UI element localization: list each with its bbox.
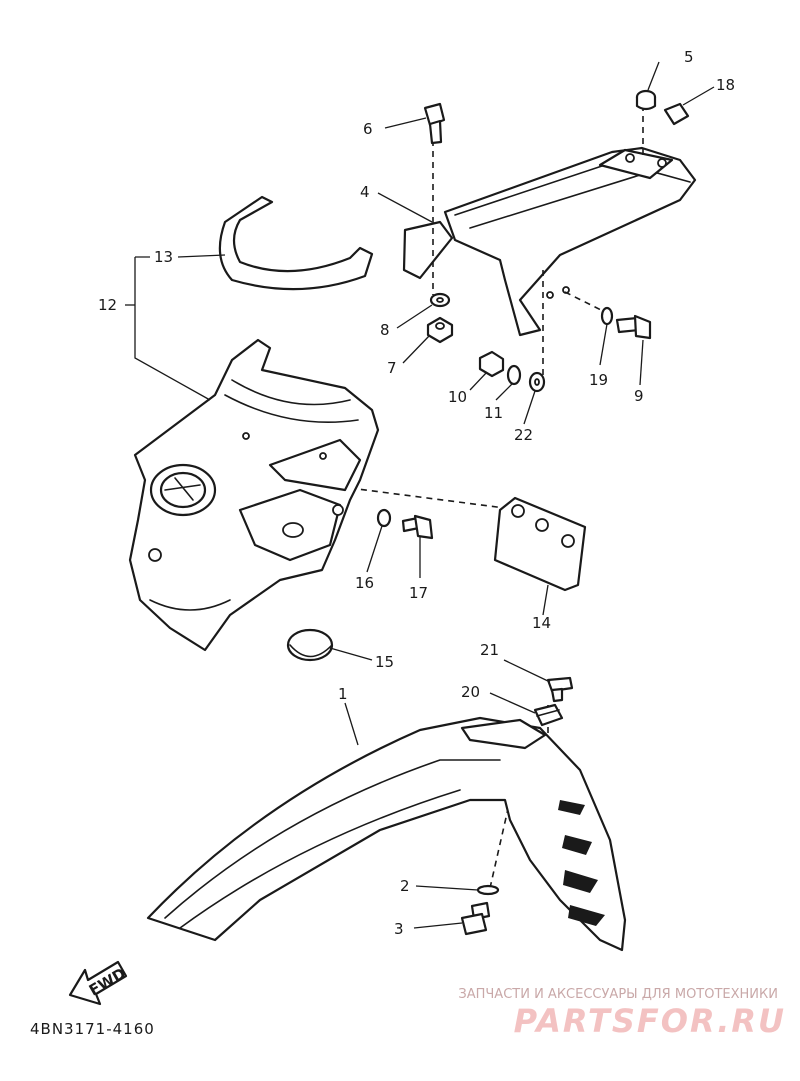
grommet-part-20	[533, 703, 564, 727]
callout-18: 18	[716, 76, 735, 94]
callout-10: 10	[448, 388, 467, 406]
callout-3: 3	[394, 920, 404, 938]
callout-5: 5	[684, 48, 694, 66]
callout-19: 19	[589, 371, 608, 389]
watermark-logo: PARTSFOR.RU	[513, 1002, 786, 1040]
bolt-part-3	[460, 901, 491, 936]
bolt-part-6	[423, 102, 446, 145]
callout-22: 22	[514, 426, 533, 444]
clamp-part-13	[218, 195, 374, 291]
nut-part-7	[426, 316, 454, 344]
nut-part-18	[663, 102, 690, 126]
nut-part-5	[635, 89, 657, 111]
number-plate-part-14	[493, 496, 587, 592]
washer-part-2	[476, 884, 500, 896]
callout-8: 8	[380, 321, 390, 339]
assembly-line-h	[564, 291, 606, 313]
front-fender-part-1	[146, 716, 627, 952]
callout-1: 1	[338, 685, 348, 703]
callout-12: 12	[98, 296, 117, 314]
callout-15: 15	[375, 653, 394, 671]
diagram-code: 4BN3171-4160	[30, 1020, 155, 1038]
headlight-housing-part-12	[128, 338, 380, 652]
washer-part-19	[600, 306, 614, 326]
callout-21: 21	[480, 641, 499, 659]
callout-2: 2	[400, 877, 410, 895]
leader-lines	[125, 61, 715, 929]
washer-part-16	[376, 508, 392, 528]
cap-part-15	[286, 628, 334, 662]
washer-part-8	[429, 292, 451, 308]
callout-labels: 1 2 3 4 5 6 7 8 9 10 11 12 13 14 15 16 1…	[98, 48, 735, 938]
callout-7: 7	[387, 359, 397, 377]
assembly-line-e	[349, 487, 521, 511]
callout-14: 14	[532, 614, 551, 632]
fwd-arrow-icon: FWD	[68, 960, 129, 1006]
bolt-part-21	[546, 676, 574, 703]
callout-11: 11	[484, 404, 503, 422]
callout-4: 4	[360, 183, 370, 201]
bolt-part-9	[615, 314, 652, 340]
washer-part-11	[506, 364, 522, 386]
callout-20: 20	[461, 683, 480, 701]
callout-17: 17	[409, 584, 428, 602]
watermark-tagline: ЗАПЧАСТИ И АКСЕССУАРЫ ДЛЯ МОТОТЕХНИКИ	[458, 987, 778, 1002]
nut-part-10	[478, 350, 505, 378]
rear-stay-part-4	[402, 146, 697, 337]
bolt-part-17	[401, 514, 434, 540]
assembly-line-g	[489, 799, 511, 889]
callout-16: 16	[355, 574, 374, 592]
callout-6: 6	[363, 120, 373, 138]
callout-13: 13	[154, 248, 173, 266]
washer-part-22	[528, 371, 546, 393]
callout-9: 9	[634, 387, 644, 405]
